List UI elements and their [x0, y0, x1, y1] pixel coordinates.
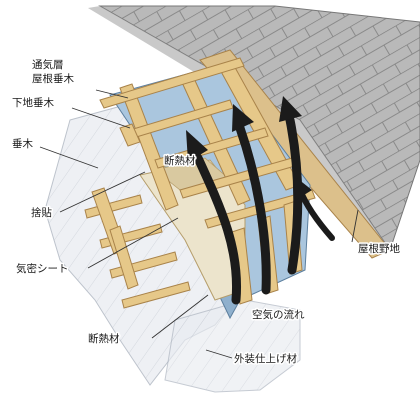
label-rafter: 垂木 [12, 138, 33, 150]
label-exterior-finish: 外装仕上げ材 [234, 352, 297, 365]
leader-lines [39, 89, 359, 359]
arrowhead-2-icon [232, 104, 254, 132]
arrowhead-3-icon [279, 96, 302, 122]
arrowhead-1-icon [186, 130, 208, 162]
label-ceiling-batten: 捨貼 [31, 206, 52, 219]
label-ventilation-line2: 屋根垂木 [32, 72, 74, 85]
label-insulation-top: 断熱材 [164, 154, 196, 167]
label-roof-sheathing: 屋根野地 [358, 242, 400, 255]
label-base-rafter: 下地垂木 [12, 96, 54, 109]
label-airtight-sheet: 気密シート [16, 262, 69, 275]
air-flow-arrows [186, 96, 335, 305]
labels: 通気層 屋根垂木 下地垂木 垂木 断熱材 捨貼 気密シート 断熱材 空気の流れ … [11, 57, 402, 367]
label-ventilation-line1: 通気層 [32, 58, 64, 71]
label-insulation-bottom: 断熱材 [88, 332, 120, 345]
arrowhead-4-icon [293, 175, 312, 200]
label-air-flow: 空気の流れ [252, 308, 305, 321]
